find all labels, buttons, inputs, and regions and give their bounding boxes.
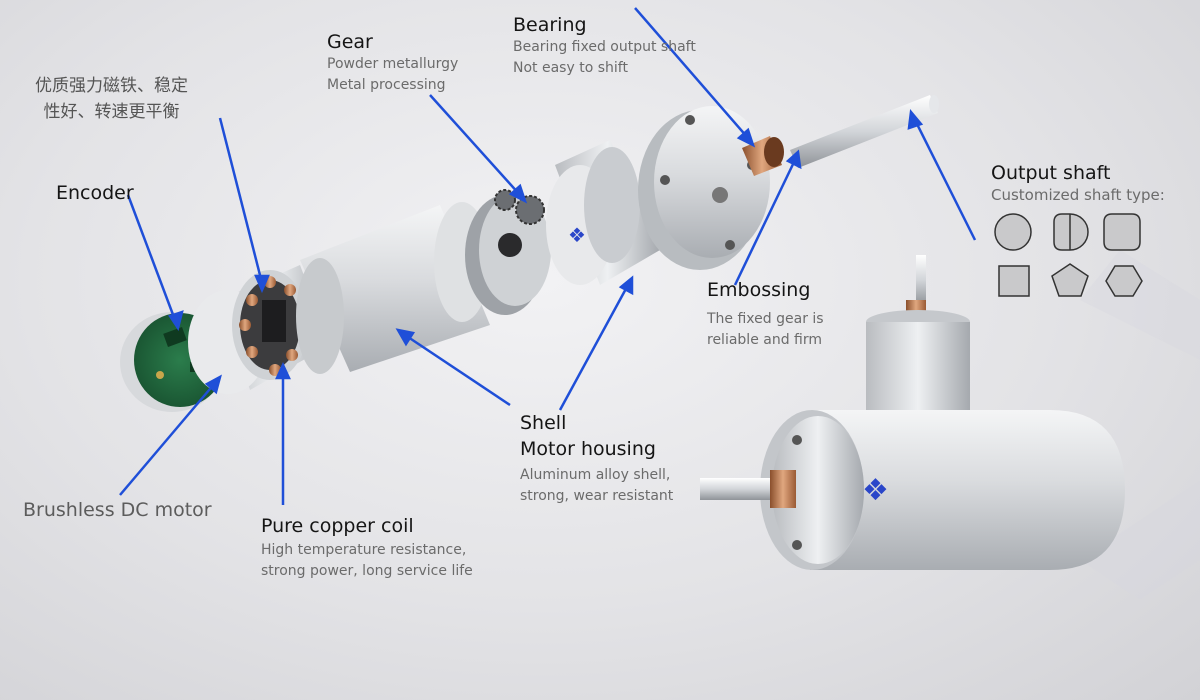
shaft-shape-icons xyxy=(994,213,1143,297)
output-plate xyxy=(638,106,770,270)
embossing-title: Embossing xyxy=(707,279,811,301)
label-embossing: Embossing The fixed gear is reliable and… xyxy=(707,278,824,351)
motor-housing-title: Motor housing xyxy=(520,438,656,460)
shell-line1: Aluminum alloy shell, xyxy=(520,467,671,483)
assembled-motor-large: ❖ xyxy=(700,410,1125,570)
shell-title: Shell xyxy=(520,412,567,434)
label-bearing: Bearing Bearing fixed output shaft Not e… xyxy=(513,13,696,79)
embossing-line1: The fixed gear is xyxy=(707,311,824,327)
gearbox-ring: ❖ xyxy=(546,140,660,285)
shell-line2: strong, wear resistant xyxy=(520,488,674,504)
motor-housing xyxy=(296,202,490,374)
label-brushless: Brushless DC motor xyxy=(23,499,212,521)
d-cut-icon xyxy=(1053,213,1089,251)
output-shaft-title: Output shaft xyxy=(991,162,1111,184)
square-icon xyxy=(998,265,1030,297)
label-coil: Pure copper coil High temperature resist… xyxy=(261,514,473,582)
label-magnet-chinese: 优质强力磁铁、稳定 性好、转速更平衡 xyxy=(35,73,188,125)
gear-plate xyxy=(465,189,551,315)
hexagon-icon xyxy=(1105,265,1143,297)
double-flat-icon xyxy=(1103,213,1141,251)
label-gear: Gear Powder metallurgy Metal processing xyxy=(327,30,458,96)
label-encoder: Encoder xyxy=(56,181,134,205)
output-shaft xyxy=(790,95,939,168)
brushless-title: Brushless DC motor xyxy=(23,499,212,521)
circle-icon xyxy=(994,213,1032,251)
bronze-bearing xyxy=(742,136,784,176)
pentagon-icon xyxy=(1051,263,1089,297)
embossing-line2: reliable and firm xyxy=(707,332,823,348)
chinese-line1: 优质强力磁铁、稳定 xyxy=(35,76,188,96)
bearing-line2: Not easy to shift xyxy=(513,60,628,76)
pointer-arrows xyxy=(119,7,977,505)
bearing-title: Bearing xyxy=(513,14,587,36)
assembled-motor-small xyxy=(866,255,970,414)
bearing-line1: Bearing fixed output shaft xyxy=(513,39,696,55)
encoder-title: Encoder xyxy=(56,182,134,204)
gear-line2: Metal processing xyxy=(327,77,446,93)
label-shell: Shell Motor housing Aluminum alloy shell… xyxy=(520,411,673,507)
label-output-shaft: Output shaft Customized shaft type: xyxy=(991,161,1165,206)
coil-title: Pure copper coil xyxy=(261,515,414,537)
output-shaft-subtitle: Customized shaft type: xyxy=(991,186,1165,204)
coil-line1: High temperature resistance, xyxy=(261,542,467,558)
gear-title: Gear xyxy=(327,31,373,53)
coil-line2: strong power, long service life xyxy=(261,563,473,579)
gear-line1: Powder metallurgy xyxy=(327,56,459,72)
svg-text:❖: ❖ xyxy=(862,473,889,508)
stator-ring xyxy=(188,265,330,394)
chinese-line2: 性好、转速更平衡 xyxy=(43,102,180,122)
svg-text:❖: ❖ xyxy=(568,223,586,247)
